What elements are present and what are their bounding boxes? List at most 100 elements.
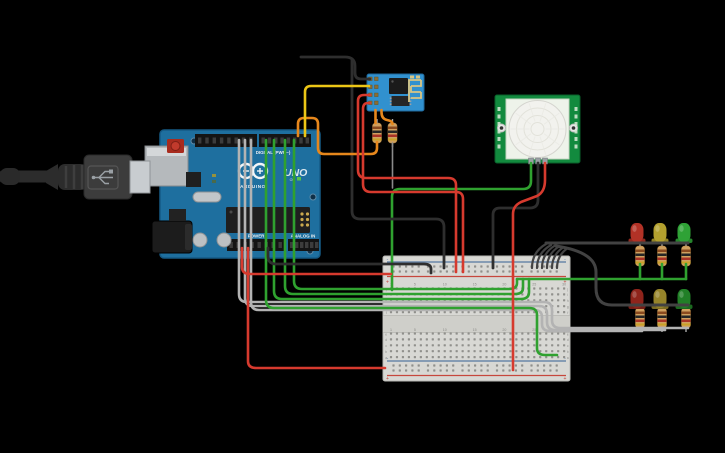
header-pin[interactable] [229, 242, 233, 248]
reset-button[interactable] [170, 141, 181, 151]
breadboard-hole[interactable] [413, 344, 416, 347]
breadboard-hole[interactable] [521, 332, 524, 335]
breadboard-hole[interactable] [461, 350, 464, 353]
breadboard-hole[interactable] [549, 270, 552, 273]
breadboard-hole[interactable] [502, 364, 505, 367]
breadboard-hole[interactable] [527, 356, 530, 359]
breadboard-hole[interactable] [437, 344, 440, 347]
breadboard-hole[interactable] [417, 265, 420, 268]
breadboard-hole[interactable] [536, 364, 539, 367]
breadboard-hole[interactable] [452, 265, 455, 268]
header-pin[interactable] [267, 137, 272, 144]
wire-green-d5[interactable] [283, 138, 525, 296]
breadboard-hole[interactable] [521, 311, 524, 314]
breadboard-hole[interactable] [514, 369, 517, 372]
breadboard-hole[interactable] [515, 356, 518, 359]
breadboard-hole[interactable] [555, 364, 558, 367]
wire-yellow-rx[interactable] [303, 84, 371, 138]
breadboard-hole[interactable] [449, 332, 452, 335]
breadboard-hole[interactable] [455, 332, 458, 335]
breadboard-hole[interactable] [411, 369, 414, 372]
header-pin[interactable] [300, 242, 304, 248]
breadboard-hole[interactable] [486, 270, 489, 273]
breadboard-hole[interactable] [557, 287, 560, 290]
breadboard-hole[interactable] [491, 356, 494, 359]
breadboard-hole[interactable] [426, 364, 430, 367]
breadboard-hole[interactable] [557, 350, 560, 353]
arduino-uno[interactable]: ARDUINO UNO DIGITAL (PWM~) POWER ANALOG … [144, 129, 321, 259]
led[interactable] [653, 289, 667, 308]
breadboard-hole[interactable] [557, 299, 560, 302]
esp-pin[interactable] [374, 92, 379, 97]
breadboard-hole[interactable] [398, 364, 401, 367]
breadboard-hole[interactable] [398, 265, 401, 268]
led[interactable] [653, 223, 667, 242]
header-pin[interactable] [257, 242, 261, 248]
breadboard-hole[interactable] [485, 338, 488, 341]
breadboard-hole[interactable] [425, 356, 428, 359]
led[interactable] [630, 223, 644, 242]
header-pin[interactable] [234, 137, 238, 144]
breadboard-hole[interactable] [474, 265, 477, 268]
breadboard-hole[interactable] [514, 265, 517, 268]
breadboard-hole[interactable] [473, 338, 476, 341]
breadboard-hole[interactable] [527, 338, 530, 341]
breadboard-hole[interactable] [497, 338, 500, 341]
breadboard-hole[interactable] [473, 344, 476, 347]
breadboard-hole[interactable] [551, 356, 554, 359]
breadboard-hole[interactable] [557, 332, 560, 335]
breadboard-hole[interactable] [455, 338, 458, 341]
esp-pin[interactable] [374, 76, 379, 81]
breadboard-hole[interactable] [497, 350, 500, 353]
breadboard-hole[interactable] [539, 287, 542, 290]
breadboard-hole[interactable] [503, 338, 506, 341]
header-pin[interactable] [295, 242, 299, 248]
breadboard-hole[interactable] [545, 356, 548, 359]
breadboard-hole[interactable] [411, 265, 414, 268]
breadboard-hole[interactable] [431, 350, 434, 353]
breadboard-hole[interactable] [449, 344, 452, 347]
breadboard-hole[interactable] [467, 350, 470, 353]
breadboard-hole[interactable] [407, 356, 411, 359]
breadboard-hole[interactable] [509, 350, 512, 353]
breadboard-hole[interactable] [445, 364, 448, 367]
breadboard-hole[interactable] [443, 356, 446, 359]
header-pin[interactable] [241, 137, 246, 144]
breadboard-hole[interactable] [551, 344, 554, 347]
breadboard-hole[interactable] [521, 293, 524, 296]
breadboard-hole[interactable] [474, 270, 477, 273]
breadboard-hole[interactable] [413, 311, 416, 314]
breadboard-hole[interactable] [509, 344, 512, 347]
breadboard-hole[interactable] [419, 344, 422, 347]
breadboard-hole[interactable] [563, 338, 566, 341]
breadboard-hole[interactable] [437, 350, 440, 353]
breadboard-hole[interactable] [455, 356, 458, 359]
breadboard-hole[interactable] [491, 338, 494, 341]
breadboard-hole[interactable] [474, 369, 477, 372]
breadboard-hole[interactable] [419, 332, 422, 335]
breadboard-hole[interactable] [407, 311, 411, 314]
breadboard-hole[interactable] [530, 364, 533, 367]
breadboard-hole[interactable] [521, 270, 524, 273]
header-pin[interactable] [219, 137, 224, 144]
breadboard-hole[interactable] [417, 270, 420, 273]
breadboard-hole[interactable] [491, 311, 494, 314]
breadboard-hole[interactable] [467, 265, 470, 268]
breadboard-hole[interactable] [419, 350, 422, 353]
breadboard-hole[interactable] [545, 350, 548, 353]
breadboard-hole[interactable] [563, 287, 566, 290]
esp-pin[interactable] [374, 100, 379, 105]
breadboard-hole[interactable] [485, 332, 488, 335]
breadboard-hole[interactable] [479, 356, 482, 359]
breadboard-hole[interactable] [437, 356, 440, 359]
breadboard-hole[interactable] [521, 369, 524, 372]
breadboard-hole[interactable] [433, 270, 436, 273]
wire-green-pir-signal[interactable] [390, 161, 533, 292]
breadboard-hole[interactable] [461, 364, 464, 367]
wire-red-pir[interactable] [511, 161, 547, 372]
pir-motion-sensor[interactable] [494, 94, 581, 165]
header-pin[interactable] [305, 242, 309, 248]
breadboard-hole[interactable] [480, 369, 483, 372]
breadboard-hole[interactable] [536, 369, 539, 372]
